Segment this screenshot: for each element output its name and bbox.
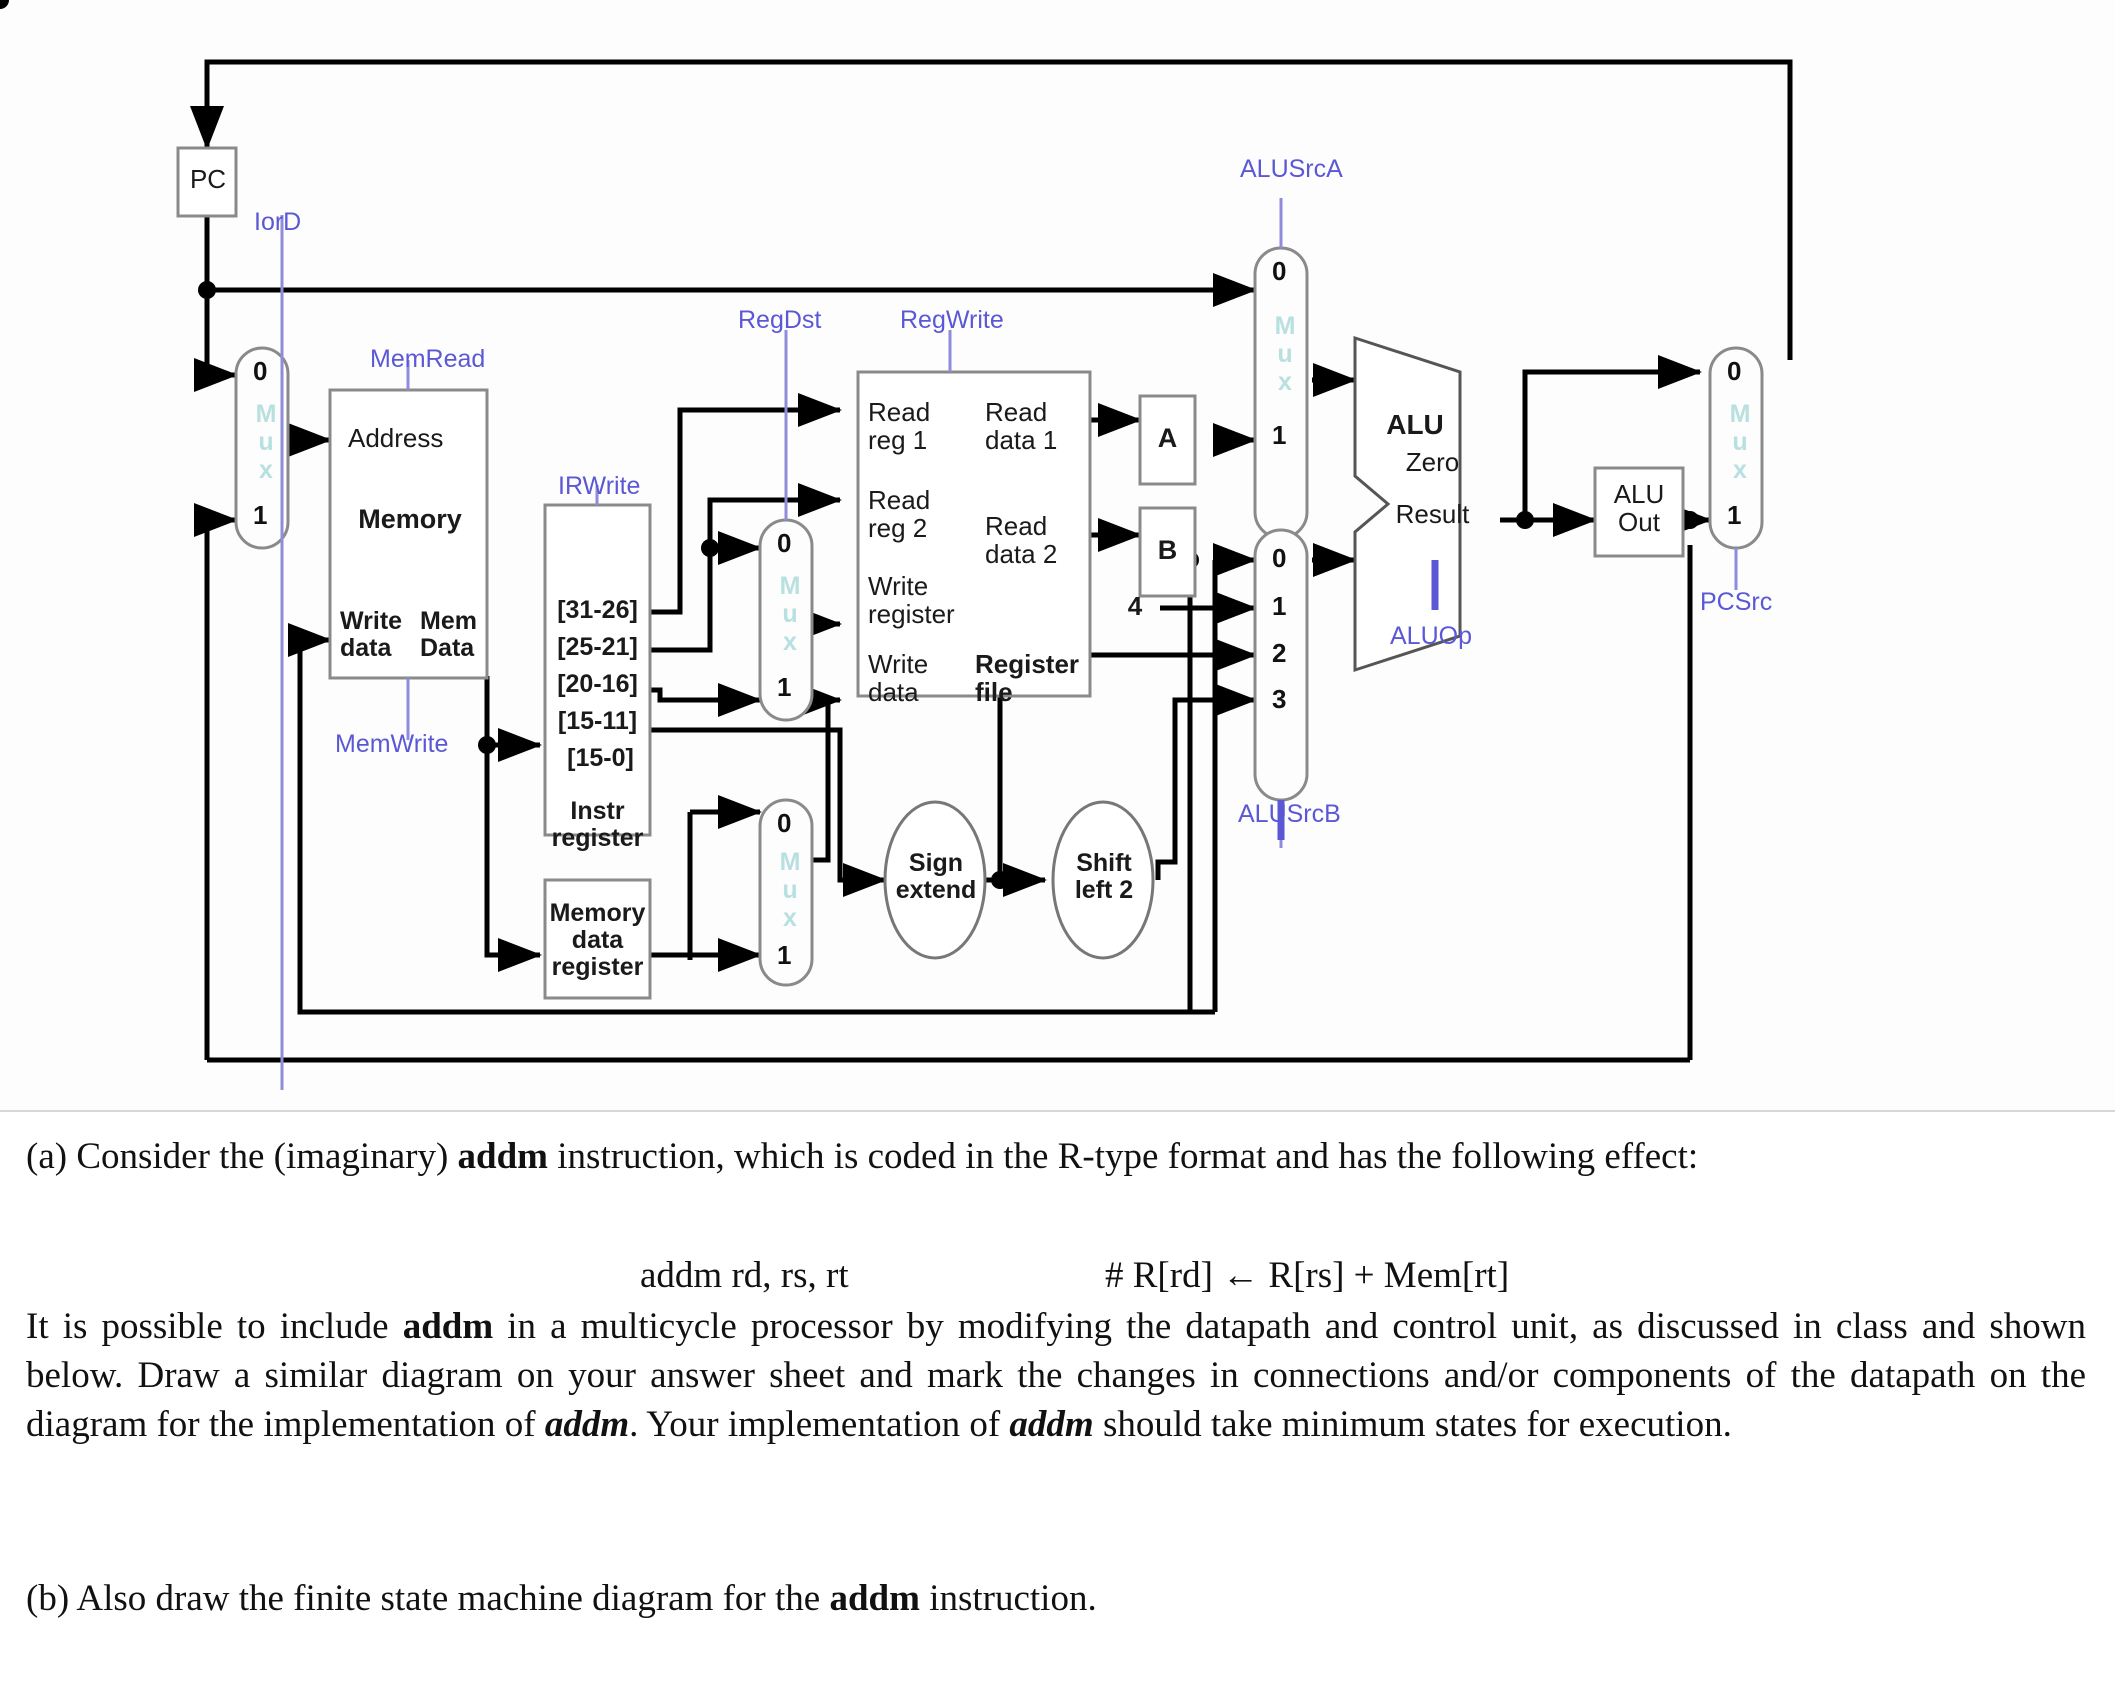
mux-alusrca-word: Mux bbox=[1271, 312, 1299, 396]
control-label-iord: IorD bbox=[254, 208, 302, 236]
control-label-regdst: RegDst bbox=[738, 306, 822, 334]
question-part-b: (b) Also draw the finite state machine d… bbox=[26, 1574, 2086, 1623]
mux-regdst-word: Mux bbox=[776, 572, 804, 656]
datapath-svg bbox=[0, 0, 1793, 1090]
mux-alusrca-input-1: 1 bbox=[1272, 420, 1287, 450]
part-b-addm-italic-2: addm bbox=[1009, 1404, 1094, 1446]
part-c-seg-2: instruction. bbox=[919, 1578, 1097, 1619]
control-label-pcsrc: PCSrc bbox=[1700, 588, 1773, 616]
mux-pcsrc-input-0: 0 bbox=[1727, 356, 1742, 386]
part-b-seg-2: in a multicycle processor by modifying t… bbox=[26, 1306, 2086, 1446]
mux-alusrcb-input-3: 3 bbox=[1272, 684, 1287, 714]
part-b-addm-italic-1: addm bbox=[544, 1404, 630, 1446]
mux-iord-input-1: 1 bbox=[253, 500, 268, 530]
mux-iord-input-0: 0 bbox=[253, 356, 268, 386]
control-label-irwrite: IRWrite bbox=[558, 472, 641, 500]
part-c-addm-bold: addm bbox=[829, 1578, 920, 1619]
mux-alusrcb-input-1: 1 bbox=[1272, 591, 1287, 621]
mux-regdst-input-0: 0 bbox=[777, 528, 792, 558]
mux-memtoreg-input-0: 0 bbox=[777, 808, 792, 838]
mux-memtoreg-input-1: 1 bbox=[777, 940, 792, 970]
question-part-a-body: It is possible to include addm in a mult… bbox=[26, 1302, 2086, 1450]
instruction-assembly: addm rd, rs, rt bbox=[640, 1255, 849, 1296]
mux-regdst-input-1: 1 bbox=[777, 672, 792, 702]
mux-iord-word: Mux bbox=[252, 400, 280, 484]
control-label-alusrca: ALUSrcA bbox=[1240, 155, 1343, 183]
control-label-memwrite: MemWrite bbox=[335, 730, 449, 758]
part-b-seg-4: should take minimum states for execution… bbox=[1093, 1404, 1732, 1446]
mux-pcsrc-input-1: 1 bbox=[1727, 500, 1742, 530]
mux-pcsrc-word: Mux bbox=[1726, 400, 1754, 484]
part-b-addm-bold: addm bbox=[402, 1306, 494, 1347]
part-a-prefix: (a) Consider the (imaginary) bbox=[26, 1136, 458, 1177]
mux-alusrcb-input-0: 0 bbox=[1272, 543, 1287, 573]
instruction-rtl-comment: # R[rd] ← R[rs] + Mem[rt] bbox=[1105, 1255, 1510, 1296]
mux-memtoreg-word: Mux bbox=[776, 848, 804, 932]
control-label-aluop: ALUOp bbox=[1390, 622, 1472, 650]
control-label-alusrcb: ALUSrcB bbox=[1238, 800, 1341, 828]
control-label-memread: MemRead bbox=[370, 345, 486, 373]
question-part-a: (a) Consider the (imaginary) addm instru… bbox=[26, 1132, 2086, 1181]
part-b-seg-3: . Your implementation of bbox=[629, 1404, 1010, 1446]
question-text-region: (a) Consider the (imaginary) addm instru… bbox=[0, 1110, 2115, 1689]
datapath-diagram: PC Address Memory Write data Mem Data [3… bbox=[0, 0, 1793, 1090]
mux-alusrcb-input-2: 2 bbox=[1272, 638, 1287, 668]
part-a-mid: instruction, which is coded in the R-typ… bbox=[548, 1136, 1699, 1177]
part-b-seg-1: It is possible to include bbox=[26, 1306, 403, 1347]
control-label-regwrite: RegWrite bbox=[900, 306, 1004, 334]
part-a-addm-bold: addm bbox=[457, 1136, 549, 1177]
mux-alusrca-input-0: 0 bbox=[1272, 256, 1287, 286]
part-c-seg-1: (b) Also draw the finite state machine d… bbox=[26, 1578, 830, 1619]
